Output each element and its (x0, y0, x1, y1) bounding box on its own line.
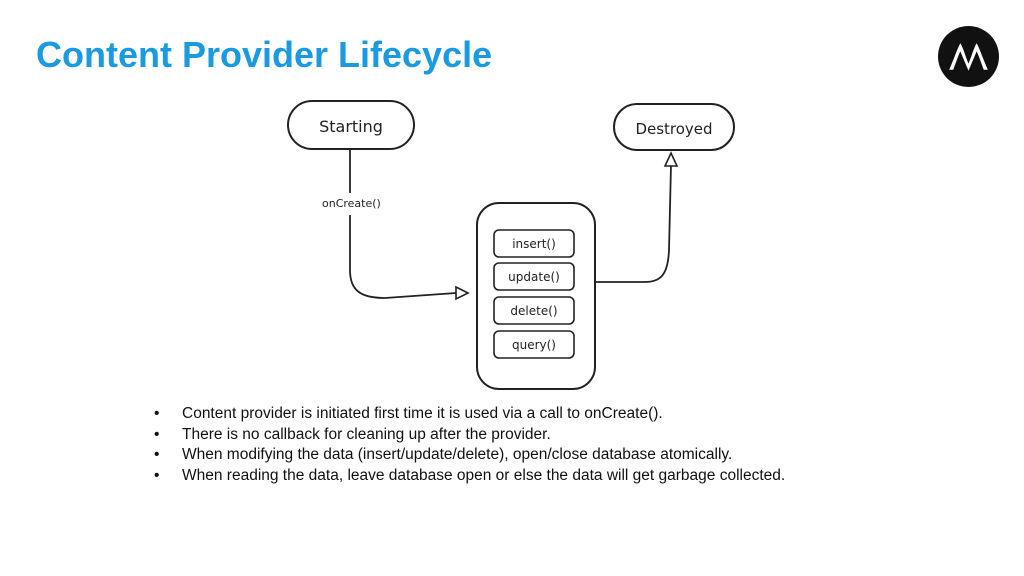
bullet-list: •Content provider is initiated first tim… (150, 404, 790, 486)
bullet-text: When modifying the data (insert/update/d… (182, 446, 733, 463)
method-query-label: query() (512, 338, 556, 352)
method-update-label: update() (508, 270, 560, 284)
bullet-text: Content provider is initiated first time… (182, 405, 663, 422)
method-delete: delete() (493, 296, 575, 325)
bullet-text: When reading the data, leave database op… (182, 466, 786, 484)
motorola-logo-icon (938, 26, 999, 87)
state-destroyed-label: Destroyed (635, 120, 712, 138)
bullet-item: •When reading the data, leave database o… (154, 466, 786, 484)
state-starting: Starting (287, 100, 415, 150)
method-update: update() (493, 262, 575, 291)
transition-label-oncreate: onCreate() (322, 197, 381, 210)
state-starting-label: Starting (319, 117, 383, 136)
method-query: query() (493, 330, 575, 359)
method-insert-label: insert() (512, 237, 556, 251)
bullet-text: There is no callback for cleaning up aft… (182, 425, 551, 443)
method-insert: insert() (493, 229, 575, 258)
lifecycle-diagram: Starting Destroyed insert() update() del… (287, 100, 735, 390)
bullet-item: •There is no callback for cleaning up af… (154, 425, 551, 443)
method-delete-label: delete() (510, 304, 557, 318)
bullet-item: •Content provider is initiated first tim… (154, 405, 663, 422)
state-destroyed: Destroyed (613, 103, 735, 151)
arrow-oncreate: onCreate() (322, 149, 470, 301)
bullet-item: •When modifying the data (insert/update/… (154, 446, 733, 463)
slide-title: Content Provider Lifecycle (36, 34, 493, 75)
arrow-destroy (595, 151, 679, 283)
